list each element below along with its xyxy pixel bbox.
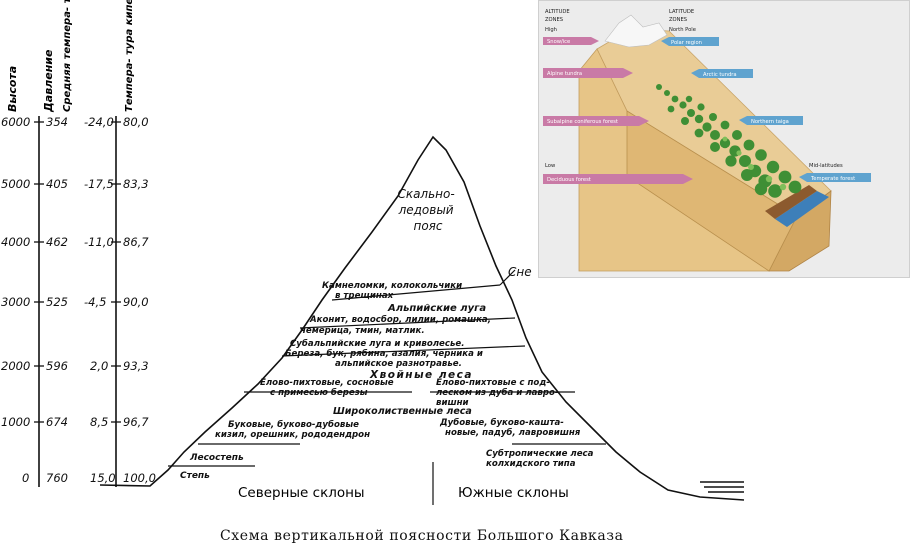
- altitude-value: 2000: [1, 359, 30, 373]
- forest-highlights: [722, 136, 787, 191]
- scale-rows: 6000 354 -24,0 80,0 5000 405 -17,5 83,3 …: [1, 115, 156, 485]
- altitude-value: 6000: [1, 115, 30, 129]
- temperature-value: 15,0: [90, 471, 116, 485]
- temperate-forest-pill: Temperate forest: [810, 176, 855, 182]
- water-strip: [775, 191, 829, 227]
- temperature-value: -4,5: [84, 295, 106, 309]
- northern-taiga-pill: Northern taiga: [751, 119, 789, 125]
- subtropical-label: Субтропические леса колхидского типа: [486, 448, 596, 469]
- snow-ice-pill: Snow/ice: [547, 39, 570, 45]
- saxifrage-label: Камнеломки, колокольчики в трещинах: [322, 281, 465, 301]
- pressure-value: 760: [46, 471, 68, 485]
- vegetation-inset: ALTITUDE ZONES High LATITUDE ZONES North…: [538, 0, 910, 278]
- mountain-outline: [99, 135, 745, 501]
- north-slopes-label: Северные склоны: [238, 485, 365, 501]
- boiling-value: 96,7: [123, 415, 149, 429]
- altitude-value: 0: [22, 471, 29, 485]
- altitude-value: 3000: [1, 295, 30, 309]
- pressure-header: Давление: [42, 49, 55, 113]
- steppe-label: Степь: [180, 471, 210, 481]
- snow-ice-label: Скально- ледовый пояс: [397, 187, 458, 233]
- altitude-header: Высота: [6, 66, 19, 112]
- block-front: [626, 110, 798, 272]
- pressure-value: 462: [46, 235, 68, 249]
- north-broad-label: Буковые, буково-дубовые кизил, орешник, …: [215, 419, 370, 440]
- snow-peak: [604, 14, 668, 48]
- latitude-zones-header: LATITUDE ZONES North Pole: [669, 9, 696, 33]
- temperature-header-text: Средняя темпера- тура воз- духа в °С: [62, 0, 73, 112]
- alpine-label: Альпийские луга: [387, 303, 486, 314]
- zone-labels: Скально- ледовый пояс Сне Камнеломки, ко…: [180, 187, 596, 481]
- altitude-labels: Snow/ice Alpine tundra Subalpine conifer…: [543, 37, 693, 184]
- subalpine-label: Субальпийские луга и криволесье. Береза,…: [285, 338, 486, 369]
- scale-row: 1000 674 8,5 96,7: [1, 415, 149, 429]
- soil-strip: [765, 185, 817, 219]
- subalpine-pill: Subalpine coniferous forest: [547, 119, 618, 125]
- altitude-value: 5000: [1, 177, 30, 191]
- boiling-value: 93,3: [123, 359, 149, 373]
- south-slopes-label: Южные склоны: [458, 485, 569, 501]
- zone-lines: [168, 269, 606, 505]
- forest-steppe-label: Лесостепь: [189, 453, 244, 463]
- pressure-value: 354: [46, 115, 68, 129]
- diagram-caption: Схема вертикальной поясности Большого Ка…: [220, 528, 624, 544]
- conifer-label: Хвойные леса: [369, 369, 473, 381]
- pressure-value: 596: [46, 359, 68, 373]
- scale-row: 6000 354 -24,0 80,0: [1, 115, 149, 129]
- boiling-value: 83,3: [123, 177, 149, 191]
- low-label: Low: [545, 163, 556, 169]
- boiling-header: Темпера- тура кипения воды в °С: [124, 0, 135, 112]
- boiling-value: 86,7: [123, 235, 149, 249]
- deciduous-pill: Deciduous forest: [547, 177, 591, 183]
- boiling-value: 100,0: [123, 471, 156, 485]
- pressure-value: 525: [46, 295, 68, 309]
- temperature-value: -17,5: [84, 177, 114, 191]
- arctic-tundra-pill: Arctic tundra: [703, 72, 737, 78]
- north-conifer-label: Елово-пихтовые, сосновые с примесью бере…: [260, 378, 397, 398]
- scale-row: 2000 596 2,0 93,3: [1, 359, 149, 373]
- broadleaf-label: Широколиственные леса: [333, 406, 472, 417]
- boiling-value: 80,0: [123, 115, 149, 129]
- south-broad-label: Дубовые, буково-кашта- новые, падуб, лав…: [439, 417, 581, 438]
- temperature-value: 2,0: [90, 359, 108, 373]
- aconite-label: Аконит, водосбор, лилии, ромашка, чемери…: [300, 314, 494, 336]
- boiling-header-text: Темпера- тура кипения воды в °С: [124, 0, 135, 112]
- boiling-value: 90,0: [123, 295, 149, 309]
- altitude-value: 1000: [1, 415, 30, 429]
- temperature-value: -11,0: [84, 235, 114, 249]
- scale-row: 3000 525 -4,5 90,0: [1, 295, 149, 309]
- sea-lines: [700, 481, 744, 493]
- south-conifer-label: Елово-пихтовые с под- леском из дуба и л…: [436, 378, 561, 408]
- alpine-tundra-pill: Alpine tundra: [547, 71, 582, 77]
- right-cut-label: Сне: [508, 265, 532, 279]
- mid-latitudes-label: Mid-latitudes: [809, 163, 843, 169]
- scale-row: 5000 405 -17,5 83,3: [1, 177, 149, 191]
- polar-region-pill: Polar region: [671, 40, 702, 46]
- scale-row: 4000 462 -11,0 86,7: [1, 235, 149, 249]
- scale-row: 0 760 15,0 100,0: [22, 471, 156, 485]
- pressure-value: 405: [46, 177, 68, 191]
- temperature-value: 8,5: [90, 415, 108, 429]
- temperature-value: -24,0: [84, 115, 114, 129]
- pressure-value: 674: [46, 415, 68, 429]
- latitude-labels: Polar region Arctic tundra Northern taig…: [661, 37, 871, 182]
- scale-table: Высота Давление Средняя темпера- тура во…: [1, 0, 156, 487]
- altitude-zones-header: ALTITUDE ZONES High: [545, 9, 571, 33]
- altitude-value: 4000: [1, 235, 30, 249]
- forest-trees: [656, 84, 802, 198]
- inset-illustration: ALTITUDE ZONES High LATITUDE ZONES North…: [543, 9, 871, 272]
- mountain-diagram: Скально- ледовый пояс Сне Камнеломки, ко…: [99, 135, 745, 505]
- temperature-header: Средняя темпера- тура воз- духа в °С: [62, 0, 73, 112]
- slope-face: [578, 48, 770, 272]
